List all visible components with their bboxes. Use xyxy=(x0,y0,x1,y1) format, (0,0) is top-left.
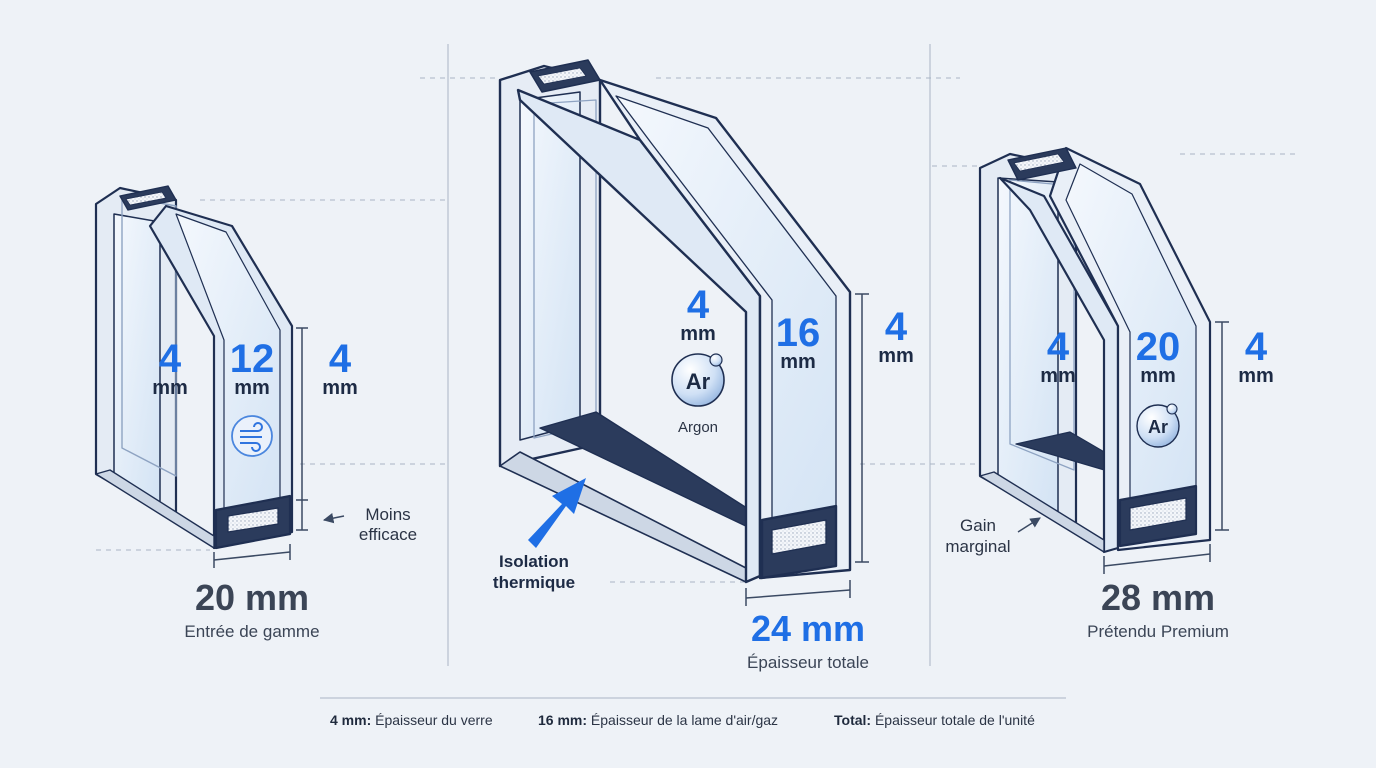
thermal-arrow-icon xyxy=(528,478,586,548)
standard-annotation-line2: thermique xyxy=(493,573,575,592)
standard-gap-value: 16 xyxy=(776,311,821,355)
guide-lines xyxy=(96,44,1300,666)
standard-caption: Épaisseur totale xyxy=(747,653,869,672)
entry-caption: Entrée de gamme xyxy=(184,622,319,641)
unit-entry-drawing xyxy=(94,185,294,550)
premium-glass2-value: 4 xyxy=(1245,325,1268,369)
entry-glass2-unit: mm xyxy=(322,377,358,399)
premium-glass1-unit: mm xyxy=(1040,365,1076,387)
dim-premium-width xyxy=(1103,553,1211,567)
standard-glass2-value: 4 xyxy=(885,305,908,349)
entry-glass2-value: 4 xyxy=(329,337,352,381)
premium-gap-unit: mm xyxy=(1140,365,1176,387)
air-wind-icon xyxy=(231,415,273,457)
argon-badge-premium-icon: Ar xyxy=(1136,403,1180,448)
entry-glass1-value: 4 xyxy=(159,337,182,381)
standard-glass1-unit: mm xyxy=(680,323,716,345)
legend-item-glass: 4 mm: Épaisseur du verre xyxy=(330,712,493,728)
premium-total: 28 mm xyxy=(1101,577,1215,618)
premium-glass2-unit: mm xyxy=(1238,365,1274,387)
unit-entry-dims xyxy=(213,327,345,568)
legend-term: Total: xyxy=(834,712,872,728)
legend-term: 4 mm: xyxy=(330,712,372,728)
unit-standard-dims xyxy=(745,293,869,606)
unit-standard-labels: 4 mm 16 mm 4 mm xyxy=(680,283,914,373)
legend-desc: Épaisseur totale de l'unité xyxy=(874,712,1035,728)
premium-annotation-line1: Gain xyxy=(960,516,996,535)
legend-item-total: Total: Épaisseur totale de l'unité xyxy=(834,712,1035,728)
legend-desc: Épaisseur du verre xyxy=(375,712,493,728)
argon-badge-text: Ar xyxy=(686,369,711,394)
entry-total: 20 mm xyxy=(195,577,309,618)
argon-badge-icon: Ar xyxy=(671,353,725,407)
premium-annotation-line2: marginal xyxy=(945,537,1010,556)
standard-gap-unit: mm xyxy=(780,351,816,373)
entry-annotation-line2: efficace xyxy=(359,525,417,544)
legend-item-gap: 16 mm: Épaisseur de la lame d'air/gaz xyxy=(538,712,778,728)
dim-entry-width xyxy=(213,551,291,561)
unit-entry-labels: 4 mm 12 mm 4 mm xyxy=(152,337,358,399)
entry-gap-unit: mm xyxy=(234,377,270,399)
premium-gap-value: 20 xyxy=(1136,325,1181,369)
dim-standard-width xyxy=(745,589,851,599)
premium-glass1-value: 4 xyxy=(1047,325,1070,369)
standard-glass1-value: 4 xyxy=(687,283,710,327)
entry-annotation-line1: Moins xyxy=(365,505,410,524)
premium-argon-badge-text: Ar xyxy=(1148,417,1168,437)
entry-gap-value: 12 xyxy=(230,337,275,381)
legend-desc: Épaisseur de la lame d'air/gaz xyxy=(590,712,779,728)
entry-glass1-unit: mm xyxy=(152,377,188,399)
unit-standard-drawing xyxy=(498,59,852,584)
standard-annotation-line1: Isolation xyxy=(499,552,569,571)
legend-term: 16 mm: xyxy=(538,712,588,728)
standard-glass2-unit: mm xyxy=(878,345,914,367)
argon-label: Argon xyxy=(678,419,718,436)
unit-premium-dims xyxy=(1017,321,1229,574)
premium-caption: Prétendu Premium xyxy=(1087,622,1229,641)
standard-total: 24 mm xyxy=(751,608,865,649)
unit-premium-labels: 4 mm 20 mm 4 mm xyxy=(1040,325,1274,387)
